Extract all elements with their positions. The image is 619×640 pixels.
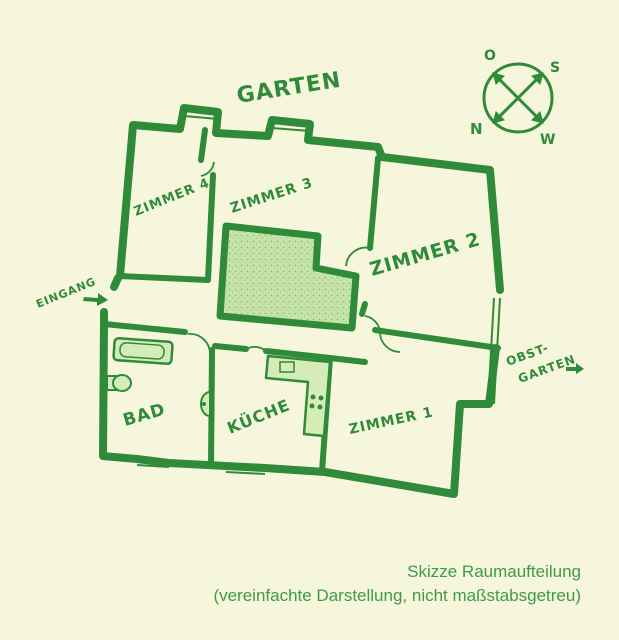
- toilet: [106, 374, 132, 392]
- compass-east-label: O: [484, 48, 497, 64]
- compass-south-label: S: [550, 60, 561, 76]
- windows: [136, 109, 501, 475]
- room1-label: ZIMMER 1: [348, 404, 436, 438]
- orchard-arrow-icon: [566, 363, 584, 374]
- kitchen-label: KÜCHE: [224, 395, 292, 437]
- garden-label: GARTEN: [235, 68, 343, 109]
- bath-label: BAD: [121, 400, 168, 431]
- compass-icon: [482, 62, 554, 134]
- stairwell-core: [216, 222, 360, 332]
- washbasin: [200, 390, 211, 418]
- bathtub: [112, 337, 174, 365]
- compass-north-label: N: [470, 120, 484, 138]
- room2-label: ZIMMER 2: [367, 228, 483, 281]
- entrance-label: EINGANG: [34, 275, 98, 311]
- entrance-arrow-icon: [83, 293, 108, 306]
- caption-note: (vereinfachte Darstellung, nicht maßstab…: [213, 586, 581, 605]
- caption-title: Skizze Raumaufteilung: [407, 562, 581, 581]
- room3-label: ZIMMER 3: [228, 175, 315, 217]
- door-swings: [187, 161, 401, 355]
- compass-west-label: W: [540, 132, 556, 148]
- room4-label: ZIMMER 4: [132, 176, 212, 220]
- kitchen-counter: [264, 354, 332, 438]
